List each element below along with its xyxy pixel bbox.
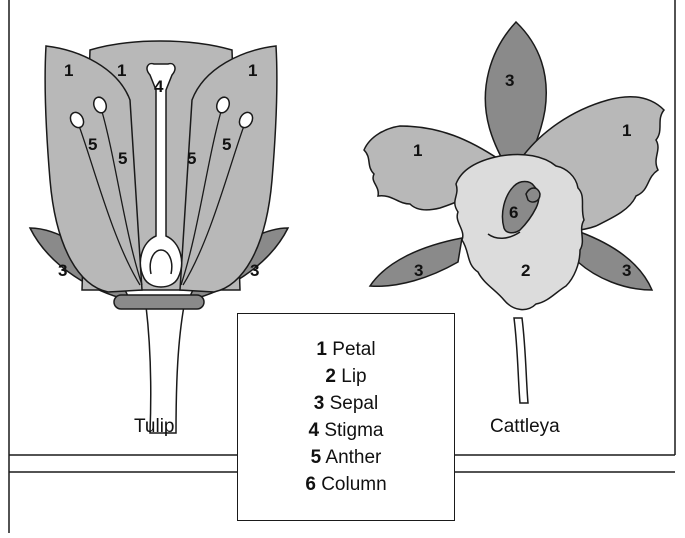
- legend: 1 Petal 2 Lip 3 Sepal 4 Stigma 5 Anther …: [237, 313, 455, 521]
- tulip-callout-anther-3: 5: [187, 149, 196, 168]
- legend-item-stigma: 4 Stigma: [309, 417, 384, 444]
- legend-label: Petal: [332, 339, 375, 360]
- legend-number: 4: [309, 420, 320, 441]
- legend-number: 1: [316, 339, 327, 360]
- cattleya-callout-petal-left: 1: [413, 141, 422, 160]
- legend-number: 6: [305, 474, 316, 495]
- cattleya-callout-column: 6: [509, 203, 518, 222]
- tulip-ovary-inner: [150, 250, 172, 274]
- legend-number: 3: [314, 393, 325, 414]
- legend-item-sepal: 3 Sepal: [314, 390, 378, 417]
- legend-item-lip: 2 Lip: [325, 363, 366, 390]
- cattleya-caption: Cattleya: [490, 416, 560, 438]
- legend-item-anther: 5 Anther: [311, 444, 382, 471]
- legend-label: Lip: [341, 366, 366, 387]
- tulip-callout-anther-4: 5: [222, 135, 231, 154]
- tulip-callout-sepal-right: 3: [250, 261, 259, 280]
- legend-number: 2: [325, 366, 336, 387]
- legend-label: Sepal: [330, 393, 379, 414]
- tulip-callout-stigma: 4: [154, 77, 164, 96]
- tulip-callout-petal-middle: 1: [117, 61, 126, 80]
- tulip-callout-sepal-left: 3: [58, 261, 67, 280]
- tulip-callout-anther-2: 5: [118, 149, 127, 168]
- tulip-callout-petal-right: 1: [248, 61, 257, 80]
- cattleya-stem: [514, 318, 528, 403]
- tulip-stem: [146, 306, 184, 433]
- cattleya-callout-sepal-top: 3: [505, 71, 514, 90]
- cattleya-callout-sepal-left: 3: [414, 261, 423, 280]
- legend-item-petal: 1 Petal: [316, 336, 375, 363]
- cattleya-callout-lip: 2: [521, 261, 530, 280]
- legend-label: Anther: [325, 447, 381, 468]
- cattleya-column-tip: [526, 188, 540, 202]
- legend-label: Column: [321, 474, 386, 495]
- legend-number: 5: [311, 447, 322, 468]
- cattleya-callout-sepal-right: 3: [622, 261, 631, 280]
- tulip-callout-anther-1: 5: [88, 135, 97, 154]
- tulip-receptacle: [114, 295, 204, 309]
- tulip-callout-petal-left: 1: [64, 61, 73, 80]
- legend-label: Stigma: [324, 420, 383, 441]
- legend-item-column: 6 Column: [305, 471, 386, 498]
- tulip-caption: Tulip: [134, 416, 174, 438]
- cattleya-callout-petal-right: 1: [622, 121, 631, 140]
- cattleya-sepal-right: [578, 232, 652, 290]
